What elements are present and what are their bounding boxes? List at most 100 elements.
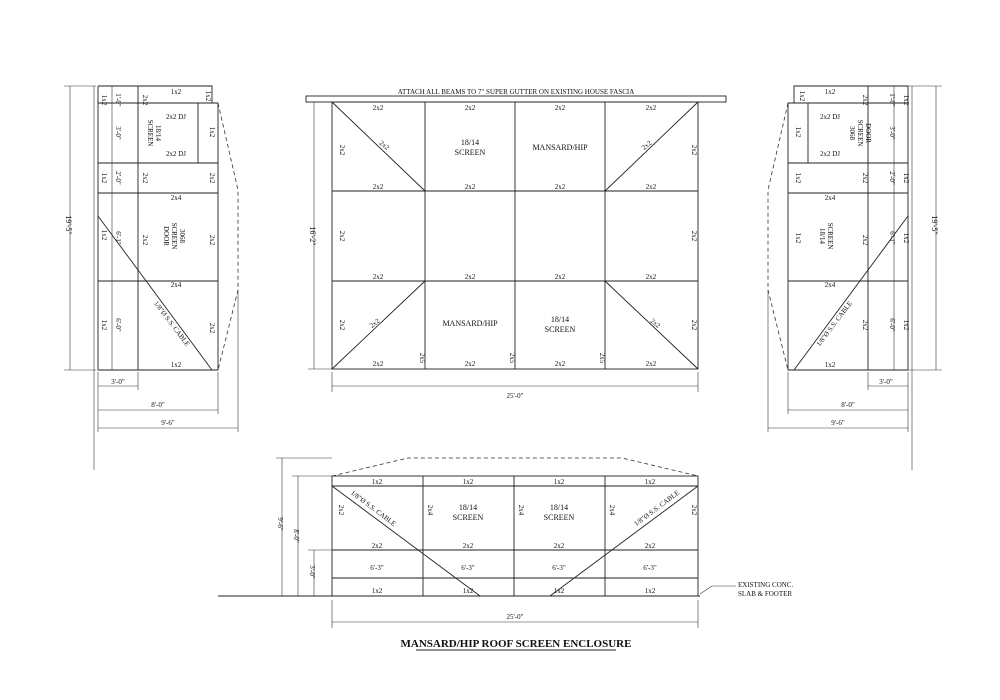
drawing-label: 6'-1" bbox=[114, 231, 122, 245]
drawing-label: 1x2 bbox=[825, 361, 836, 369]
drawing-label: 1x2 bbox=[100, 95, 108, 106]
drawing-label: 8'-0" bbox=[292, 529, 300, 543]
plan-member-label: 2x2 bbox=[555, 360, 566, 368]
plan-member-label: 2x2 bbox=[465, 273, 476, 281]
drawing-label: 2'-0" bbox=[888, 171, 896, 185]
screen-spec: 18/14 bbox=[461, 138, 479, 147]
drawing-label: 3'-0" bbox=[114, 126, 122, 140]
drawing-label: 1x2 bbox=[208, 127, 216, 138]
drawing-label: 8'-0" bbox=[151, 401, 165, 409]
right-roof-profile bbox=[767, 102, 789, 371]
drawing-label: 2x2 DJ bbox=[820, 113, 840, 121]
drawing-label: 1'-0" bbox=[888, 93, 896, 107]
existing-fascia-beam bbox=[305, 95, 727, 103]
right-cable-line bbox=[793, 215, 909, 371]
drawing-label: 2x4 bbox=[426, 505, 434, 516]
drawing-label: 1x2 bbox=[902, 173, 910, 184]
front-cable-label-left: 1/8"Ø S.S. CABLE bbox=[349, 489, 397, 528]
drawing-label: SCREEN bbox=[146, 120, 154, 147]
plan-member-label: 2x2 bbox=[690, 320, 698, 331]
plan-member-label: 2x2 bbox=[373, 183, 384, 191]
drawing-label: 6'-3" bbox=[552, 564, 566, 572]
drawing-label: 2x4 bbox=[825, 194, 836, 202]
drawing-label: 6'-1" bbox=[888, 231, 896, 245]
drawing-label: 2x4 bbox=[608, 505, 616, 516]
plan-post-label: 2x5 bbox=[598, 353, 606, 364]
drawing-label: 1x2 bbox=[554, 478, 565, 486]
drawing-label: 2x4 bbox=[171, 194, 182, 202]
drawing-label: SCREEN bbox=[856, 120, 864, 147]
drawing-label: 9'-6" bbox=[831, 419, 845, 427]
front-cable-label-right: 1/8"Ø S.S. CABLE bbox=[633, 489, 681, 528]
sheet-title: MANSARD/HIP ROOF SCREEN ENCLOSURE bbox=[401, 638, 632, 650]
drawing-label: SCREEN bbox=[544, 513, 575, 522]
drawing-label: 1x2 bbox=[372, 587, 383, 595]
drawing-label: 1x2 bbox=[171, 88, 182, 96]
drawing-label: 2x4 bbox=[825, 281, 836, 289]
plan-member-label: 2x2 bbox=[338, 231, 346, 242]
hip-line-nw bbox=[331, 101, 426, 192]
drawing-label: 2x2 bbox=[141, 95, 149, 106]
drawing-label: 2x2 bbox=[861, 320, 869, 331]
drawing-label: 2x2 DJ bbox=[820, 150, 840, 158]
plan-member-label: 2x2 bbox=[465, 183, 476, 191]
drawing-label: 1x2 bbox=[463, 587, 474, 595]
plan-member-label: 2x2 bbox=[465, 360, 476, 368]
slab-note-line1: EXISTING CONC. bbox=[738, 581, 793, 589]
left-side-elevation: 19'-5" 1x2 1x2 2x2 DJ 2x2 DJ 2x4 2x4 1x2… bbox=[64, 85, 239, 470]
mansard-label: MANSARD/HIP bbox=[532, 143, 588, 152]
drawing-label: 1x2 bbox=[171, 361, 182, 369]
drawing-label: 2x4 bbox=[517, 505, 525, 516]
drawing-label: 1x2 bbox=[645, 478, 656, 486]
plan-member-label: 2x2 bbox=[690, 231, 698, 242]
plan-member-label: 2x2 bbox=[555, 183, 566, 191]
drawing-label: 1x2 bbox=[902, 233, 910, 244]
plan-member-label: 2x2 bbox=[646, 273, 657, 281]
drawing-label: 2x4 bbox=[171, 281, 182, 289]
drawing-label: 1x2 bbox=[100, 320, 108, 331]
drawing-label: 1x2 bbox=[554, 587, 565, 595]
drawing-label: 2x2 bbox=[208, 323, 216, 334]
drawing-label: 2x2 bbox=[463, 542, 474, 550]
fascia-note: ATTACH ALL BEAMS TO 7" SUPER GUTTER ON E… bbox=[398, 88, 635, 96]
plan-member-label: 2x2 bbox=[373, 360, 384, 368]
front-elevation: 1x2 1x2 1x2 1x2 2x2 2x2 2x2 2x2 1x2 1x2 … bbox=[218, 457, 793, 628]
drawing-label: 2x2 bbox=[645, 542, 656, 550]
hip-label: 2x2 bbox=[378, 139, 392, 152]
slab-leader bbox=[699, 585, 736, 595]
top-plan-view: ATTACH ALL BEAMS TO 7" SUPER GUTTER ON E… bbox=[305, 88, 727, 400]
front-frame bbox=[331, 475, 699, 597]
plan-member-label: 2x2 bbox=[646, 360, 657, 368]
plan-member-label: 2x2 bbox=[373, 104, 384, 112]
drawing-label: 1x2 bbox=[794, 127, 802, 138]
hip-label: 2x2 bbox=[640, 139, 654, 152]
hip-line-ne bbox=[604, 101, 699, 192]
hip-line-sw bbox=[331, 280, 426, 370]
left-cable-line bbox=[97, 215, 213, 371]
plan-member-label: 2x2 bbox=[465, 104, 476, 112]
drawing-label: 6'-0" bbox=[888, 318, 896, 332]
plan-post-label: 2x5 bbox=[418, 353, 426, 364]
plan-member-label: 2x2 bbox=[373, 273, 384, 281]
right-cable-label: 1/8"Ø S.S. CABLE bbox=[815, 300, 854, 348]
hip-label: 2x2 bbox=[649, 317, 663, 330]
right-overall-height: 19'-5" bbox=[930, 215, 939, 234]
drawing-label: 3'-0" bbox=[879, 378, 893, 386]
drawing-label: 18/14 bbox=[550, 503, 568, 512]
drawing-label: 2x2 bbox=[861, 95, 869, 106]
plan-depth-dimension: 16'-2" bbox=[308, 226, 317, 245]
drawing-label: 6'-0" bbox=[114, 318, 122, 332]
drawing-label: 3'-0" bbox=[888, 126, 896, 140]
front-cable-right bbox=[549, 485, 699, 597]
drawing-label: 2'-0" bbox=[114, 171, 122, 185]
plan-member-label: 2x2 bbox=[690, 145, 698, 156]
screen-spec: 18/14 bbox=[551, 315, 569, 324]
drawing-label: DOOR bbox=[162, 226, 170, 246]
drawing-label: 2x2 bbox=[690, 505, 698, 516]
drawing-label: SCREEN bbox=[170, 223, 178, 250]
mansard-label: MANSARD/HIP bbox=[442, 319, 498, 328]
right-side-elevation: 19'-5" 1x2 1x2 2x2 DJ 2x2 DJ 2x4 2x4 1x2… bbox=[767, 85, 942, 470]
drawing-label: 25'-0" bbox=[507, 613, 524, 621]
drawing-label: 3068 bbox=[848, 126, 856, 141]
